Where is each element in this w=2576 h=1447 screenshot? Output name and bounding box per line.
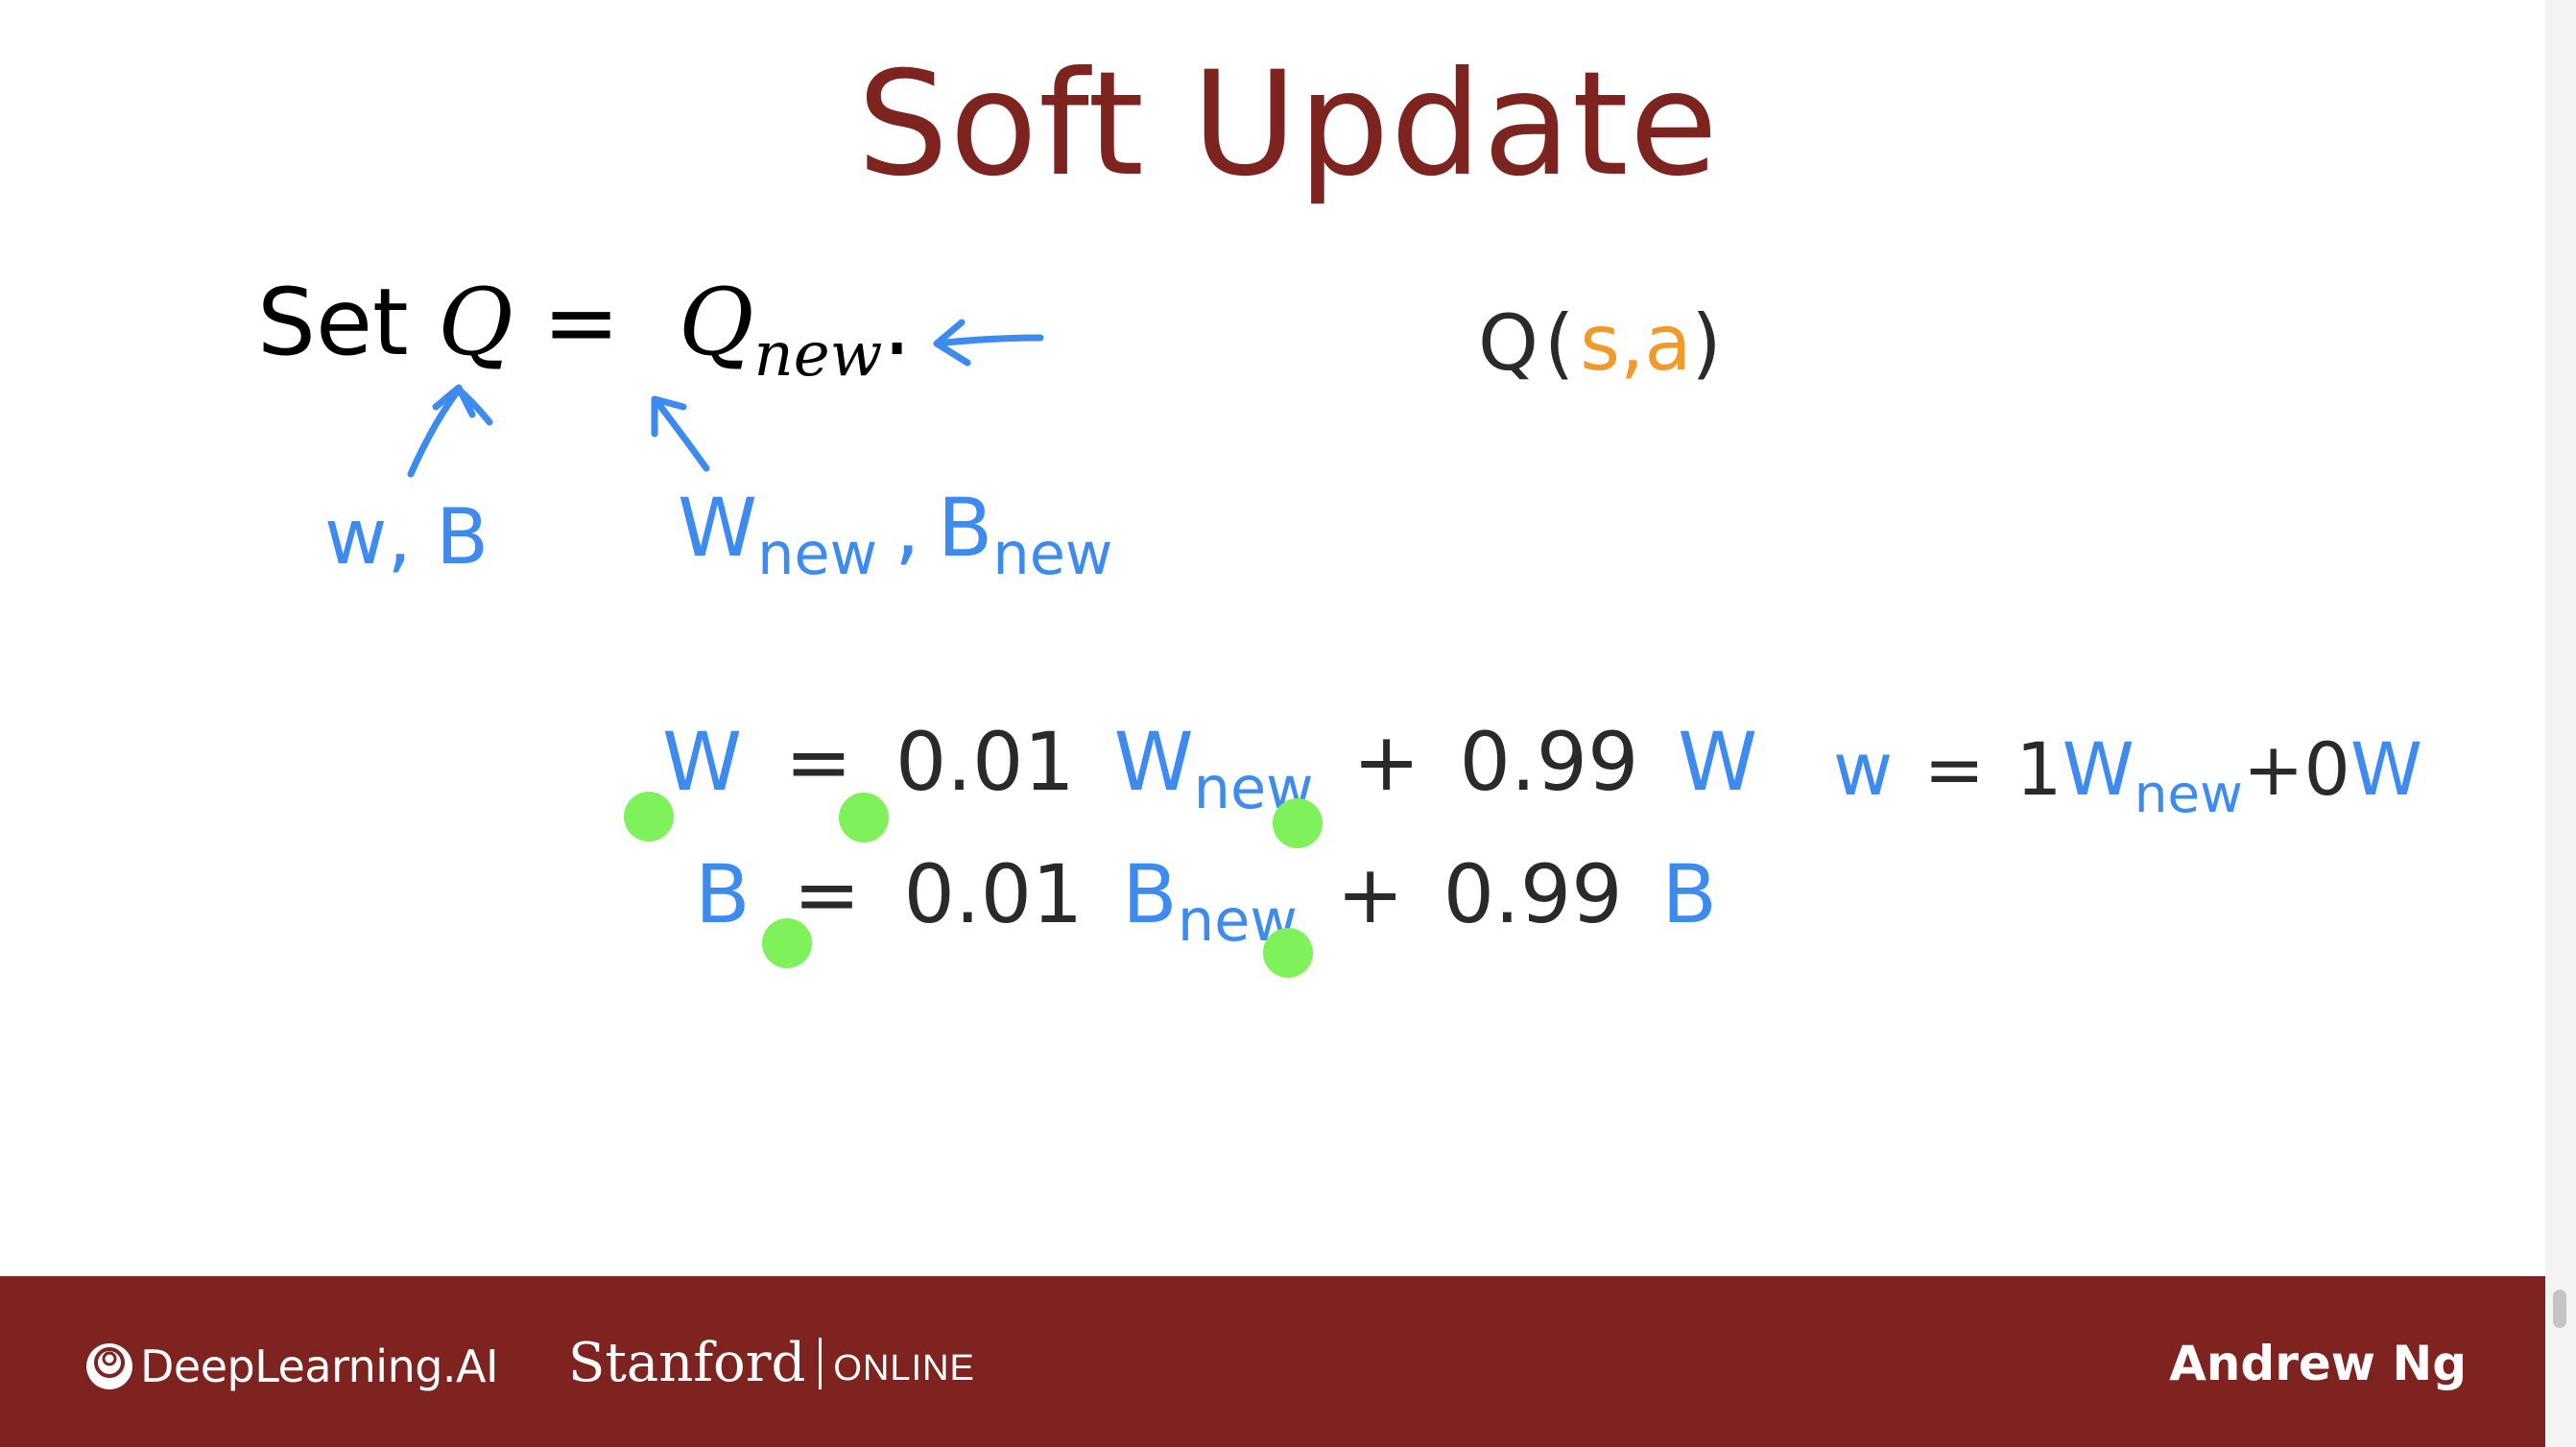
formula-period: .	[882, 269, 912, 376]
stanford-divider	[819, 1337, 823, 1389]
q-arrow-icon	[407, 386, 493, 478]
author-name: Andrew Ng	[2169, 1336, 2467, 1391]
bnew-sub: new	[992, 521, 1113, 589]
w-update-plus: +	[1352, 715, 1420, 809]
deeplearning-brand: DeepLearning.AI	[140, 1340, 499, 1392]
wb-annotation: w, B	[324, 492, 489, 581]
pointer-dot	[624, 792, 674, 842]
side-eq-eq: =	[1923, 726, 1986, 812]
wnew-bnew-annotation: Wnew,Bnew	[678, 487, 1112, 584]
side-equation: w = 1Wnew+0W	[1833, 733, 2422, 819]
b-update-plus: +	[1336, 847, 1404, 941]
side-eq-one: 1	[2015, 726, 2063, 812]
footer-bar: DeepLearning.AI Stanford ONLINE Andrew N…	[0, 1276, 2545, 1447]
deeplearning-logo-icon	[86, 1343, 132, 1389]
w-update-eq: =	[784, 715, 853, 809]
b-update-equation: B = 0.01 Bnew + 0.99 B	[695, 854, 1717, 951]
b-update-lhs: B	[695, 847, 751, 941]
b-update-coef2: 0.99	[1443, 847, 1623, 941]
pointer-dot	[1273, 798, 1323, 848]
b-update-eq: =	[793, 847, 861, 941]
side-eq-plus: +	[2242, 726, 2304, 812]
w-update-term1: W	[1113, 715, 1194, 809]
side-eq-lhs: w	[1833, 726, 1894, 812]
slide-title: Soft Update	[857, 41, 1719, 208]
pointer-dot	[1263, 928, 1313, 978]
q-sa-close: )	[1691, 298, 1722, 388]
wnew-base: W	[678, 481, 758, 575]
q-sa-open: (	[1543, 298, 1575, 388]
b-update-term1: B	[1122, 847, 1178, 941]
deeplearning-logo: DeepLearning.AI	[84, 1340, 499, 1393]
b-update-term2: B	[1661, 847, 1717, 941]
w-update-term2: W	[1678, 715, 1758, 809]
b-update-coef1: 0.01	[903, 847, 1084, 941]
stanford-online-label: ONLINE	[833, 1348, 975, 1388]
w-update-equation: W = 0.01 Wnew + 0.99 W	[662, 722, 1757, 818]
pointer-dot	[762, 918, 812, 968]
q-new-subscript: new	[753, 320, 883, 391]
stanford-name: Stanford	[568, 1332, 806, 1394]
side-eq-zero: 0	[2303, 726, 2350, 812]
scrollbar-thumb[interactable]	[2553, 1290, 2566, 1328]
w-update-lhs: W	[662, 715, 743, 809]
bnew-base: B	[937, 481, 993, 575]
w-update-coef2: 0.99	[1459, 715, 1639, 809]
w-update-coef1: 0.01	[894, 715, 1075, 809]
q-symbol: Q	[438, 269, 513, 376]
wnew-sub: new	[757, 521, 878, 589]
q-sa-s: s	[1580, 298, 1620, 388]
set-q-formula: Set Q = Qnew.	[257, 276, 912, 386]
side-eq-base: W	[2062, 726, 2135, 812]
stanford-online-logo: Stanford ONLINE	[568, 1332, 975, 1394]
q-new-symbol: Q	[678, 269, 754, 376]
pointer-dot	[839, 793, 889, 842]
q-sa-q: Q	[1478, 298, 1538, 388]
q-sa-comma: ,	[1619, 298, 1645, 388]
q-sa-annotation: Q(s,a)	[1478, 305, 1722, 382]
q-sa-a: a	[1644, 298, 1692, 388]
wnew-sep: ,	[894, 481, 920, 575]
side-eq-sub: new	[2134, 762, 2243, 824]
set-word: Set	[257, 269, 409, 376]
equals-sign: =	[542, 269, 620, 376]
vertical-scrollbar[interactable]	[2545, 0, 2576, 1447]
qnew-arrow-icon	[653, 397, 710, 472]
pointer-arrow-icon	[933, 334, 1044, 347]
side-eq-w: W	[2349, 726, 2423, 812]
